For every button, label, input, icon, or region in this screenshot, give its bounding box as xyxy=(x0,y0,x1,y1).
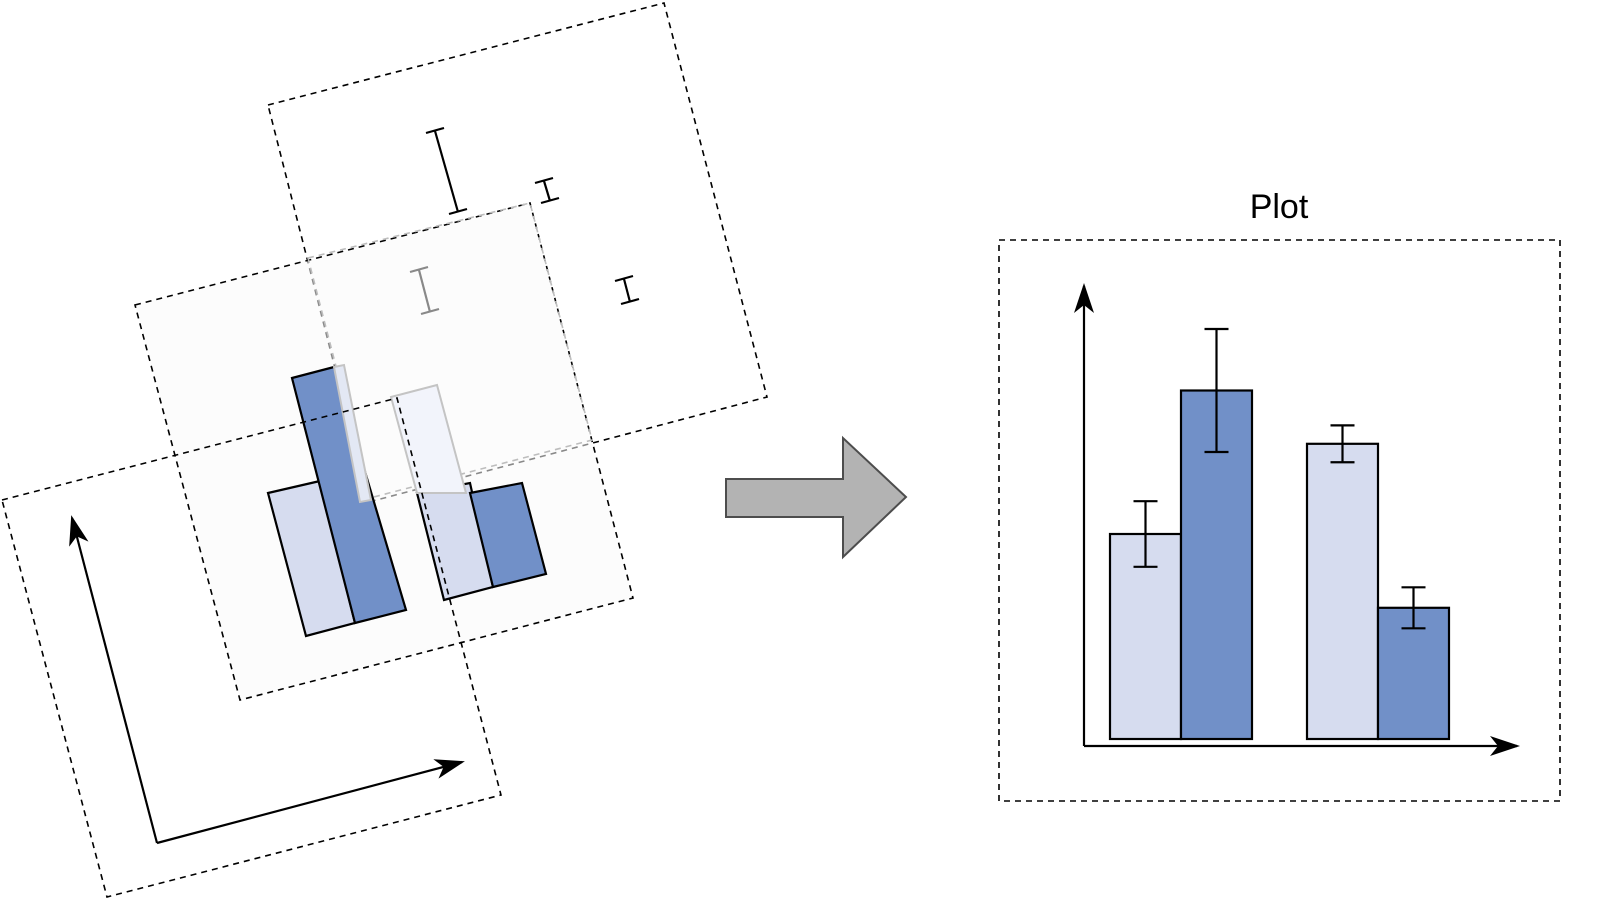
layer-error-bars xyxy=(409,126,640,316)
bar-dark-2 xyxy=(468,481,548,589)
bars-layer xyxy=(134,202,634,701)
plot-bars xyxy=(1108,389,1451,741)
plot-error-bars xyxy=(1133,327,1426,630)
plot-error-bar xyxy=(1133,500,1158,568)
composed-plot: Plot xyxy=(998,188,1561,802)
plot-error-bar xyxy=(1204,327,1229,454)
rotated-x-axis xyxy=(156,759,465,845)
compose-arrow-icon xyxy=(725,435,908,560)
plot-bar-light xyxy=(1305,442,1380,741)
bar-dark-1 xyxy=(290,365,408,625)
bars-layer-frame xyxy=(134,202,634,701)
layer-axes xyxy=(69,515,465,845)
plot-bar-light xyxy=(1108,532,1183,741)
bars-layer-background xyxy=(135,203,633,700)
bar-ghost-light xyxy=(389,383,468,494)
error-bar xyxy=(534,176,560,205)
layer-bars xyxy=(266,363,548,638)
stacked-layers xyxy=(1,2,768,898)
axes-layer xyxy=(1,397,502,898)
axes-layer-frame xyxy=(1,397,502,898)
error-bar xyxy=(425,126,468,216)
rotated-y-axis xyxy=(69,515,159,844)
plot-title: Plot xyxy=(1250,188,1309,226)
plot-error-bar xyxy=(1401,586,1426,630)
plot-bar-dark xyxy=(1376,606,1451,741)
bar-ghost-dark xyxy=(332,363,373,504)
error-bar xyxy=(614,274,640,306)
plot-error-bar xyxy=(1330,424,1355,464)
plot-frame xyxy=(998,239,1561,802)
